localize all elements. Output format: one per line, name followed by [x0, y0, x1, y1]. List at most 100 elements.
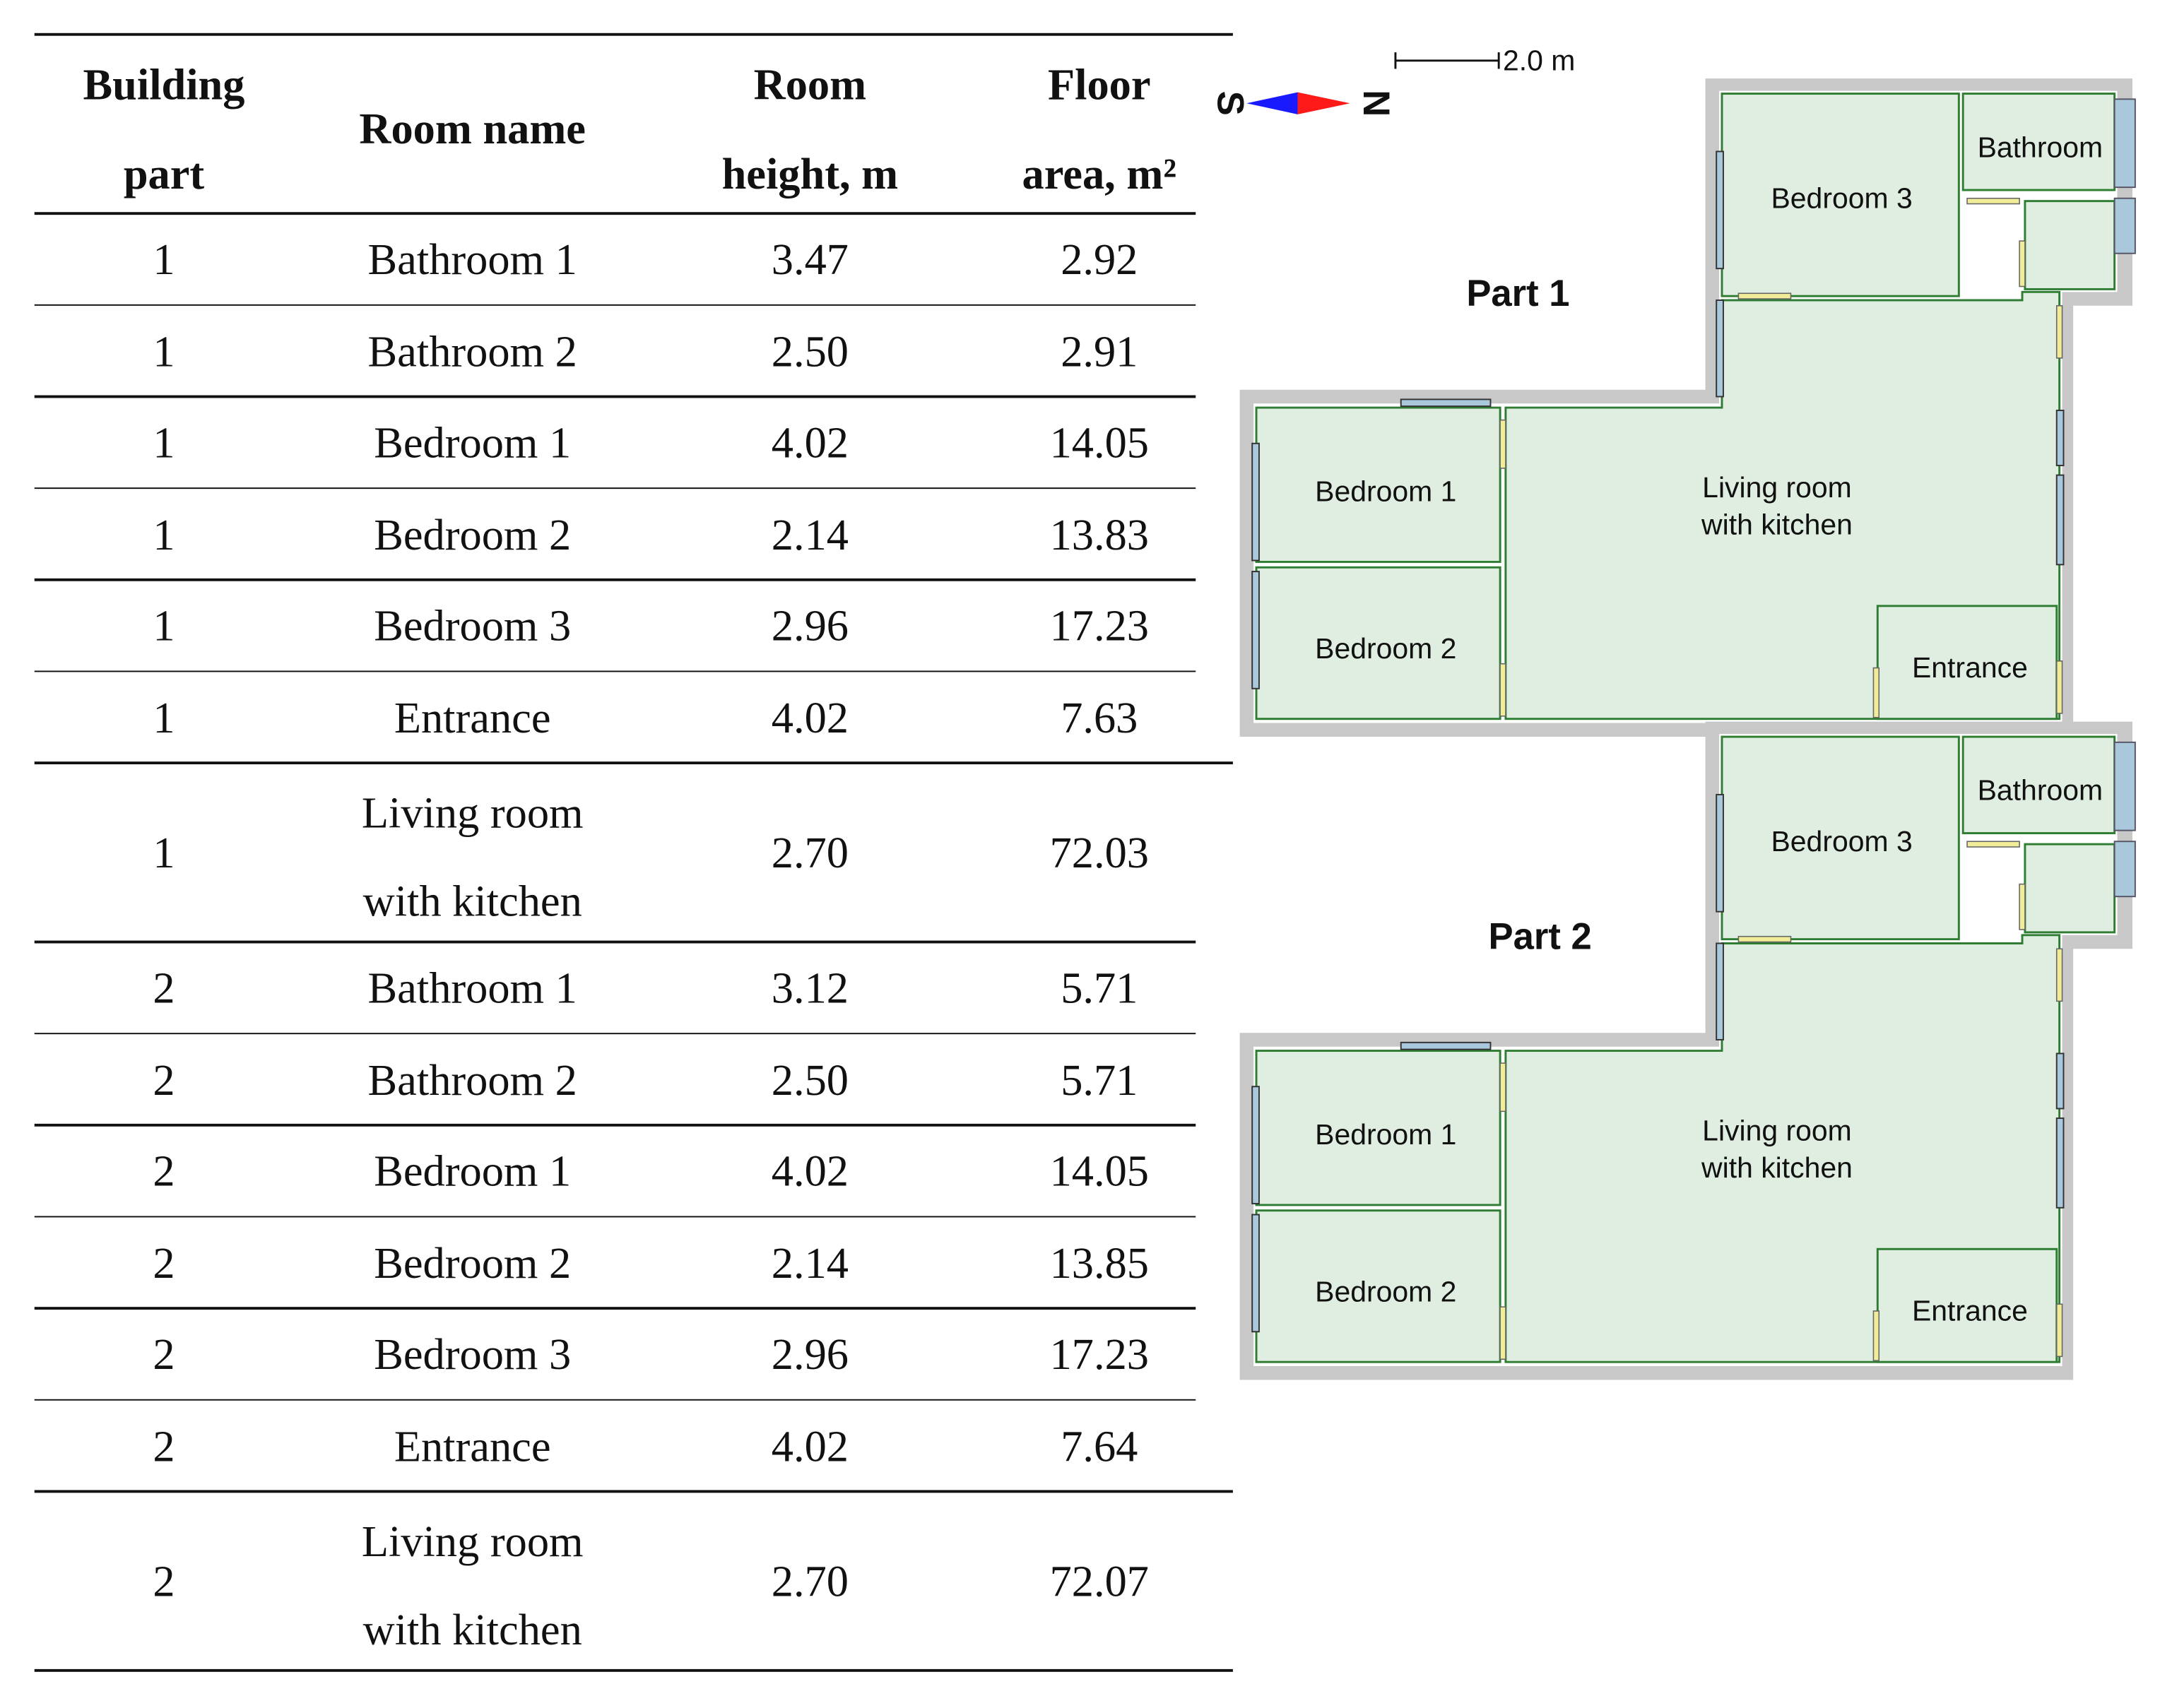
window — [1251, 1086, 1260, 1204]
cell-room-height: 2.70 — [771, 827, 849, 877]
cell-room-name: Bedroom 2 — [374, 509, 572, 559]
scale-label: 2.0 m — [1503, 44, 1575, 76]
cell-room-name: Bedroom 3 — [374, 600, 572, 651]
door — [2055, 948, 2063, 1002]
compass-south-label: S — [1209, 91, 1251, 116]
cell-room-name: Bathroom 2 — [367, 326, 577, 376]
door — [2055, 305, 2063, 359]
cell-floor-area: 72.07 — [1049, 1556, 1149, 1606]
window — [1400, 398, 1492, 408]
table-rule — [34, 1398, 1196, 1401]
column-header: height, m — [721, 148, 899, 198]
table-rule — [34, 1490, 1233, 1493]
door — [1872, 1310, 1880, 1361]
room-label: Bedroom 1 — [1315, 1118, 1456, 1151]
cell-floor-area: 2.92 — [1061, 234, 1138, 285]
cell-room-name: Living room — [361, 788, 584, 838]
table-rule — [34, 395, 1196, 398]
door — [1872, 667, 1880, 718]
cell-room-name: with kitchen — [362, 1604, 582, 1654]
cell-room-height: 2.50 — [771, 326, 849, 376]
part-label: Part 1 — [1466, 273, 1569, 314]
room-label: Living room — [1702, 471, 1852, 504]
cell-floor-area: 72.03 — [1049, 827, 1149, 877]
window — [1716, 793, 1724, 913]
cell-building-part: 1 — [153, 827, 175, 877]
door — [1499, 1062, 1506, 1113]
cell-building-part: 1 — [153, 600, 175, 651]
cell-building-part: 2 — [153, 963, 175, 1013]
window — [2055, 1117, 2065, 1209]
cell-building-part: 2 — [153, 1238, 175, 1288]
cell-room-name: Bedroom 1 — [374, 1146, 572, 1196]
column-header: Building — [83, 59, 245, 109]
room-bathroom — [1961, 735, 2116, 834]
door — [1499, 1306, 1506, 1360]
table-rule — [34, 1307, 1196, 1310]
table-rule — [34, 1215, 1196, 1218]
door — [1737, 935, 1792, 943]
window — [1716, 300, 1724, 398]
cell-room-name: Bedroom 1 — [374, 417, 572, 468]
room-label: Bathroom — [1978, 774, 2103, 807]
cell-room-name: Bedroom 3 — [374, 1329, 572, 1380]
cell-room-height: 4.02 — [771, 1421, 849, 1471]
cell-floor-area: 7.63 — [1061, 692, 1138, 742]
cell-room-name: Bathroom 2 — [367, 1054, 577, 1105]
table-rule — [34, 1668, 1233, 1671]
column-header: Room name — [359, 103, 586, 153]
door — [1499, 419, 1506, 469]
cell-room-height: 3.12 — [771, 963, 849, 1013]
room-entrance — [1876, 1247, 2058, 1363]
cell-room-name: with kitchen — [362, 875, 582, 926]
room-bedroom-2 — [1255, 1209, 1501, 1363]
compass-north-label: N — [1355, 90, 1397, 117]
cell-room-height: 2.70 — [771, 1556, 849, 1606]
window — [2055, 1052, 2065, 1110]
room-label: Bedroom 2 — [1315, 1275, 1456, 1307]
table-rule — [34, 940, 1196, 943]
window — [2113, 98, 2136, 189]
door — [2055, 1303, 2063, 1358]
cell-floor-area: 7.64 — [1061, 1421, 1138, 1471]
column-header: area, m² — [1022, 148, 1177, 198]
cell-room-height: 4.02 — [771, 692, 849, 742]
window — [1251, 571, 1260, 689]
cell-floor-area: 5.71 — [1061, 1054, 1138, 1105]
cell-building-part: 2 — [153, 1329, 175, 1380]
cell-floor-area: 17.23 — [1049, 600, 1149, 651]
cell-room-name: Entrance — [394, 1421, 551, 1471]
window — [2055, 410, 2065, 466]
window — [2055, 474, 2065, 566]
column-header: Room — [753, 59, 867, 109]
window — [2113, 741, 2136, 831]
table-rule — [34, 1032, 1196, 1035]
room-bedroom-2 — [1255, 566, 1501, 720]
door — [1499, 663, 1506, 717]
window — [1400, 1041, 1492, 1050]
room-label: with kitchen — [1701, 1151, 1853, 1184]
cell-room-name: Entrance — [394, 692, 551, 742]
table-rule — [34, 1123, 1196, 1126]
cell-room-height: 2.96 — [771, 600, 849, 651]
cell-building-part: 1 — [153, 509, 175, 559]
room-label: Bedroom 3 — [1771, 182, 1912, 214]
cell-room-height: 2.14 — [771, 1238, 849, 1288]
table-rule — [34, 761, 1233, 764]
cell-floor-area: 14.05 — [1049, 417, 1149, 468]
column-header: part — [123, 148, 205, 198]
table-rule — [34, 578, 1196, 581]
cell-building-part: 1 — [153, 326, 175, 376]
room-bedroom-3 — [1721, 735, 1960, 941]
door — [2055, 660, 2063, 714]
cell-building-part: 2 — [153, 1421, 175, 1471]
room-bathroom-2 — [2024, 843, 2116, 934]
table-rule — [34, 32, 1233, 35]
window — [2113, 197, 2136, 254]
cell-room-height: 4.02 — [771, 1146, 849, 1196]
cell-floor-area: 2.91 — [1061, 326, 1138, 376]
cell-room-name: Living room — [361, 1516, 584, 1566]
